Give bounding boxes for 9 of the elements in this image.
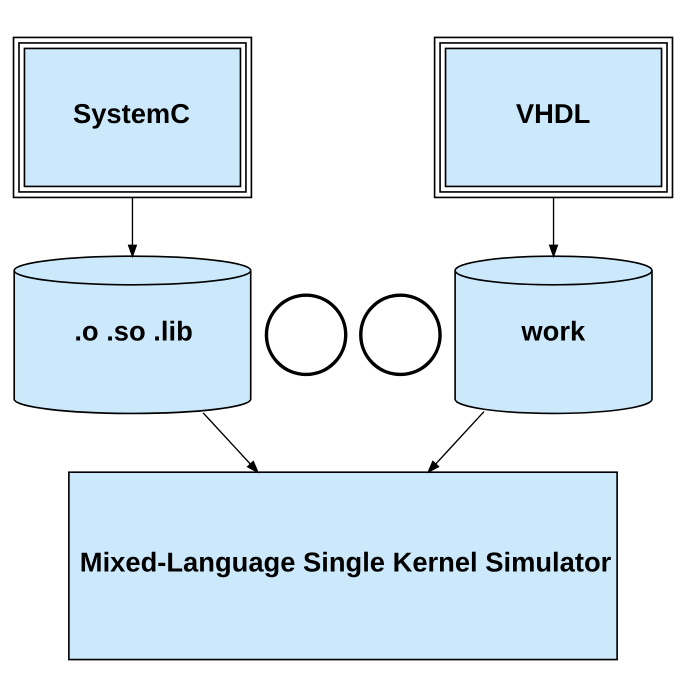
- arrow: [202, 412, 260, 474]
- node-box: VHDL: [434, 36, 674, 198]
- arrow: [426, 411, 485, 474]
- arrow: [548, 198, 558, 258]
- node-circle: [359, 293, 442, 376]
- node-box: Mixed-Language Single Kernel Simulator: [68, 471, 618, 660]
- node-circle: [264, 293, 348, 376]
- arrow: [128, 198, 138, 258]
- node-box: SystemC: [12, 36, 252, 198]
